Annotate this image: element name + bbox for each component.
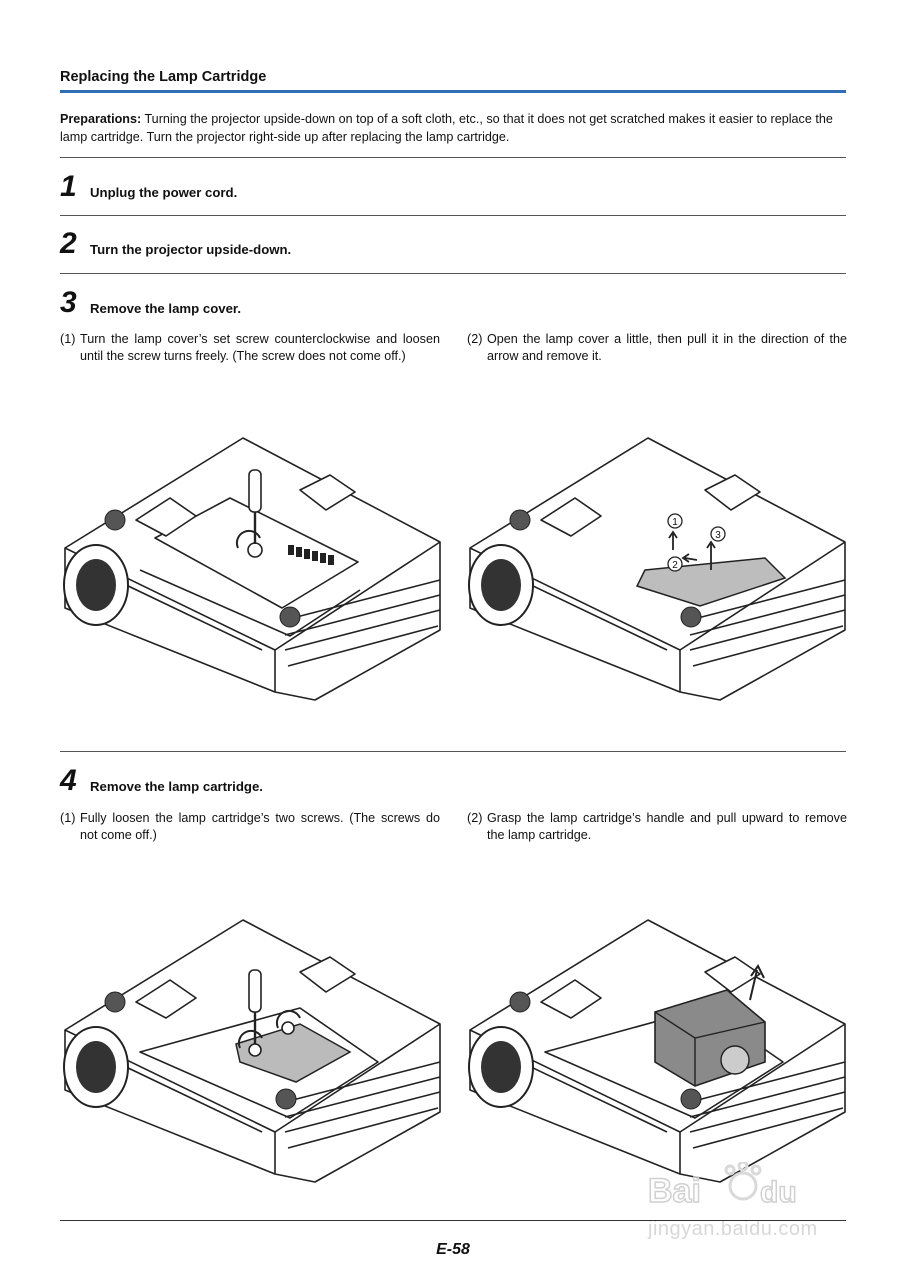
step-4-heading: 4 Remove the lamp cartridge. (60, 764, 263, 797)
preparations-label: Preparations: (60, 112, 142, 126)
lens-inner-icon (481, 559, 521, 611)
callout-1-label: 1 (672, 517, 678, 528)
watermark-url: jingyan.baidu.com (648, 1218, 818, 1240)
foot-icon (275, 1088, 297, 1110)
screw-icon (247, 542, 263, 558)
screw-icon (248, 1043, 262, 1057)
screwdriver-icon (248, 969, 262, 1044)
callout-2-label: 2 (672, 560, 678, 571)
step-1-heading: 1 Unplug the power cord. (60, 170, 238, 203)
sub-marker: (2) (467, 332, 483, 346)
preparations-paragraph: Preparations: Turning the projector upsi… (60, 111, 846, 146)
projector-illustration-cover-removal: 1 2 3 (468, 437, 846, 701)
sub-text: Open the lamp cover a little, then pull … (487, 332, 847, 364)
callout-3 (710, 526, 726, 542)
svg-text:Bai: Bai (648, 1172, 701, 1210)
foot-icon (509, 509, 531, 531)
section-title: Replacing the Lamp Cartridge (60, 69, 267, 85)
step-title: Turn the projector upside-down. (90, 242, 292, 257)
callout-1 (667, 513, 683, 529)
step-4-sub-1: (1) Fully loosen the lamp cartridge’s tw… (60, 810, 440, 845)
step-number: 2 (60, 227, 77, 260)
foot-icon (279, 606, 301, 628)
divider (60, 157, 846, 158)
loosen-arrow-icon (275, 1009, 301, 1029)
foot-icon (680, 606, 702, 628)
sub-text: Grasp the lamp cartridge’s handle and pu… (487, 811, 847, 843)
title-rule (60, 90, 846, 93)
sub-marker: (1) (60, 811, 76, 825)
step-title: Remove the lamp cover. (90, 301, 241, 316)
projector-illustration-lamp-removal (468, 919, 846, 1183)
sub-marker: (1) (60, 332, 76, 346)
sub-marker: (2) (467, 811, 483, 825)
lamp-cartridge-icon (654, 989, 766, 1087)
up-arrow-icon (668, 530, 678, 550)
divider (60, 273, 846, 274)
lens-inner-icon (76, 559, 116, 611)
callout-3-label: 3 (715, 530, 721, 541)
projector-illustration-lamp-screws (63, 919, 441, 1183)
foot-icon (680, 1088, 702, 1110)
screw-icon (281, 1021, 295, 1035)
lift-arrow-icon (706, 540, 716, 570)
projector-illustration-cover-screw (63, 437, 441, 701)
step-number: 1 (60, 170, 77, 203)
lens-inner-icon (481, 1041, 521, 1093)
page-number: E-58 (436, 1241, 470, 1258)
step-4-sub-2: (2) Grasp the lamp cartridge’s handle an… (467, 810, 847, 845)
step-3-sub-2: (2) Open the lamp cover a little, then p… (467, 331, 847, 366)
step-number: 4 (60, 764, 77, 797)
preparations-text: Turning the projector upside-down on top… (60, 112, 833, 144)
callout-2 (667, 556, 683, 572)
svg-text:du: du (760, 1176, 797, 1209)
sub-text: Turn the lamp cover’s set screw counterc… (80, 332, 440, 364)
screwdriver-icon (248, 469, 262, 544)
foot-icon (509, 991, 531, 1013)
divider (60, 751, 846, 752)
foot-icon (104, 509, 126, 531)
step-3-sub-1: (1) Turn the lamp cover’s set screw coun… (60, 331, 440, 366)
divider (60, 215, 846, 216)
step-3-heading: 3 Remove the lamp cover. (60, 286, 241, 319)
baidu-watermark-logo: Bai du (648, 1162, 797, 1211)
left-arrow-icon (681, 553, 698, 563)
footer-divider (60, 1220, 846, 1221)
counterclockwise-arrow-icon (235, 529, 261, 549)
foot-icon (104, 991, 126, 1013)
lens-inner-icon (76, 1041, 116, 1093)
loosen-arrow-icon (237, 1029, 263, 1049)
step-number: 3 (60, 286, 77, 319)
pull-up-arrow-icon (749, 964, 765, 1001)
step-title: Remove the lamp cartridge. (90, 779, 263, 794)
sub-text: Fully loosen the lamp cartridge’s two sc… (80, 811, 440, 843)
step-title: Unplug the power cord. (90, 185, 238, 200)
step-2-heading: 2 Turn the projector upside-down. (60, 227, 292, 260)
